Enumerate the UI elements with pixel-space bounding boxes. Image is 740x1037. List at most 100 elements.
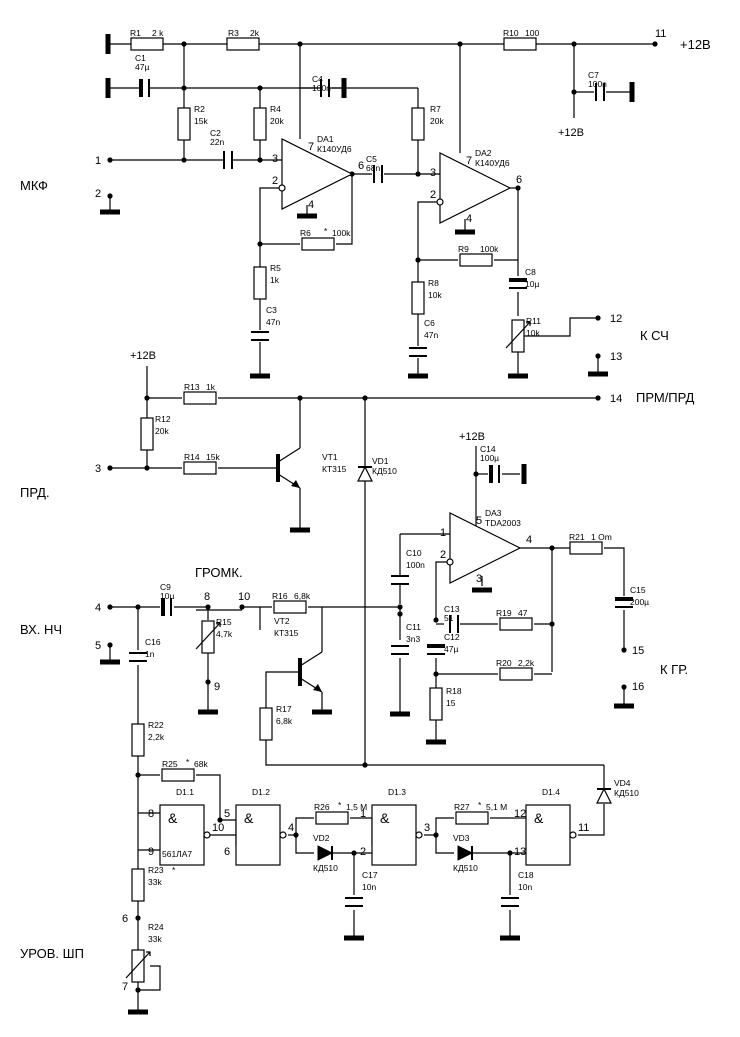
- potentiometer-arrow: [216, 622, 221, 627]
- resistor-ref: R17: [276, 704, 292, 714]
- terminal-16: 16: [632, 681, 644, 693]
- resistor-value: 20k: [270, 116, 284, 126]
- resistor-R8: [411, 281, 425, 315]
- resistor-value: 5,1 M: [486, 802, 507, 812]
- pin-number: 7: [308, 141, 314, 153]
- junction-dot: [181, 157, 187, 163]
- capacitor-gap: [501, 898, 519, 906]
- resistor-ref: R6: [300, 228, 311, 238]
- resistor-ref: R2: [194, 104, 205, 114]
- gate-ref: D1.2: [252, 787, 270, 797]
- emitter-arrow: [291, 480, 300, 488]
- gate-ref: D1.1: [176, 787, 194, 797]
- resistor-ref: R16: [272, 591, 288, 601]
- terminal-dot: [652, 41, 658, 47]
- resistor-R15: [201, 620, 215, 654]
- wire: [196, 774, 221, 820]
- capacitor-ref: C17: [362, 870, 378, 880]
- resistor-value: 33k: [148, 877, 162, 887]
- collector: [299, 651, 323, 667]
- gate-D1.1: [159, 804, 205, 866]
- resistor-R24: [131, 949, 145, 983]
- resistor-ref: R19: [496, 608, 512, 618]
- resistor-R22: [131, 723, 145, 757]
- pin-number: 2: [440, 549, 446, 561]
- wire: [259, 187, 282, 244]
- capacitor-ref: C16: [145, 637, 161, 647]
- and-symbol: &: [244, 810, 254, 826]
- capacitor-gap: [141, 79, 149, 97]
- and-symbol: &: [380, 810, 390, 826]
- resistor-R9: [459, 253, 493, 267]
- terminal-dot: [595, 315, 601, 321]
- pin-number: 4: [466, 213, 472, 225]
- terminal-3: 3: [95, 463, 101, 475]
- resistor-ref: R8: [428, 278, 439, 288]
- capacitor-value: 10n: [518, 882, 532, 892]
- resistor-value: 100: [525, 28, 539, 38]
- resistor-ref: R11: [526, 316, 541, 326]
- transistor-type: КТ315: [274, 628, 299, 638]
- resistor-R23: [131, 868, 145, 902]
- terminal-14: 14: [610, 393, 622, 405]
- resistor-value: 4,7k: [216, 629, 233, 639]
- capacitor-ref: C3: [266, 305, 277, 315]
- terminal-dot: [621, 647, 627, 653]
- inverting-input-bubble: [446, 558, 454, 566]
- capacitor-gap: [391, 576, 409, 584]
- capacitor-ref: C18: [518, 870, 534, 880]
- output-bubble: [203, 831, 211, 839]
- and-symbol: &: [168, 810, 178, 826]
- pin-number: 5: [224, 808, 230, 820]
- output-bubble: [279, 831, 287, 839]
- resistor-ref: R7: [430, 104, 441, 114]
- capacitor-ref: C10: [406, 548, 422, 558]
- capacitor-gap: [509, 280, 527, 288]
- capacitor-ref: C1: [135, 53, 146, 63]
- capacitor-value: 47µ: [444, 644, 458, 654]
- potentiometer-arrow: [146, 951, 151, 956]
- resistor-ref: R24: [148, 922, 164, 932]
- capacitor-value: 100n: [406, 560, 425, 570]
- resistor-value: 68k: [194, 759, 208, 769]
- gate-D1.3: [371, 804, 417, 866]
- resistor-value: 15: [446, 698, 456, 708]
- junction-dot: [433, 617, 439, 623]
- pin-number: 8: [148, 808, 154, 820]
- capacitor-value: 200µ: [630, 597, 649, 607]
- resistor-R2: [177, 107, 191, 141]
- capacitor-ref: C9: [160, 582, 171, 592]
- terminal-2: 2: [95, 188, 101, 200]
- resistor-ref: R14: [184, 452, 200, 462]
- opamp-DA2: [439, 152, 512, 224]
- capacitor-value: 47n: [424, 330, 438, 340]
- resistor-ref: R10: [503, 28, 519, 38]
- resistor-R7: [411, 107, 425, 141]
- resistor-value: 2,2k: [148, 732, 165, 742]
- capacitor-ref: C4: [312, 74, 323, 84]
- resistor-value: 20k: [430, 116, 444, 126]
- terminal-1: 1: [95, 155, 101, 167]
- diode-VD3: [457, 845, 474, 861]
- capacitor-value: 47µ: [135, 62, 149, 72]
- capacitor-gap: [163, 598, 171, 616]
- capacitor-ref: C6: [424, 318, 435, 328]
- pin-number: 3: [424, 822, 430, 834]
- capacitor-gap: [409, 348, 427, 356]
- pin-number: 12: [514, 808, 526, 820]
- resistor-ref: R26: [314, 802, 330, 812]
- terminal-12: 12: [610, 313, 622, 325]
- rxtx-label: ПРМ/ПРД: [636, 390, 694, 405]
- junction-dot: [144, 465, 150, 471]
- resistor-value: 2k: [250, 28, 260, 38]
- capacitor-ref: C7: [588, 70, 599, 80]
- pin-number: 3: [476, 573, 482, 585]
- opamp-DA1: [281, 138, 354, 210]
- resistor-R16: [273, 600, 307, 614]
- resistor-value: 47: [518, 608, 528, 618]
- resistor-R26: [315, 811, 349, 825]
- pin-number: 2: [360, 846, 366, 858]
- resistor-value: 20k: [155, 426, 169, 436]
- transistor-ref: VT1: [322, 452, 338, 462]
